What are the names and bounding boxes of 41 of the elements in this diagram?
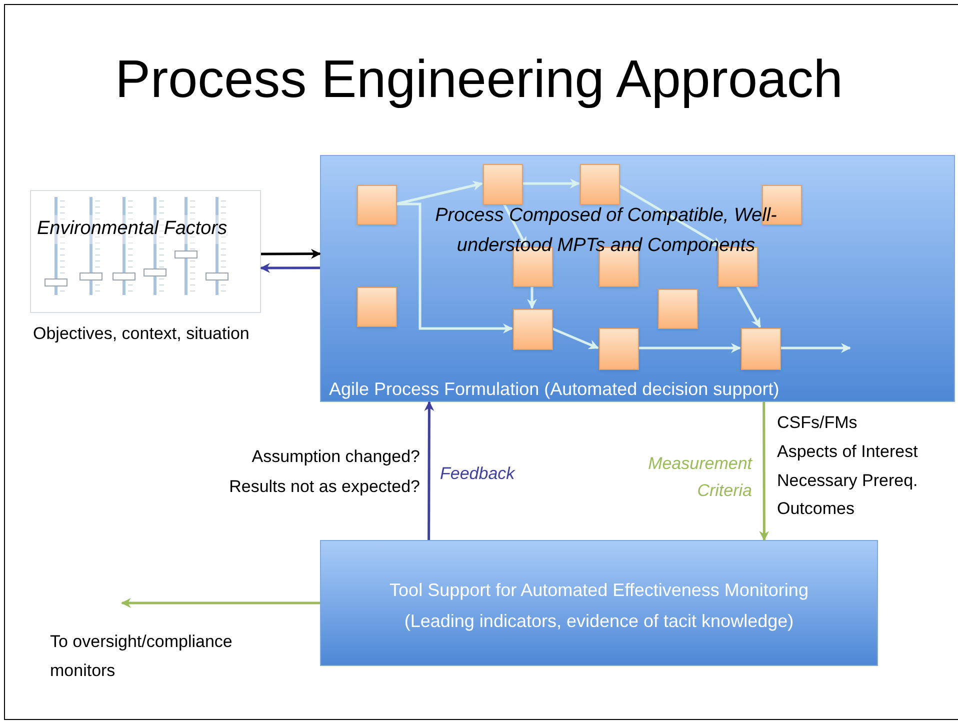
- tool-support-panel: [320, 540, 878, 666]
- process-step-box: [741, 328, 781, 370]
- edge-label: Measurement Criteria: [647, 453, 752, 502]
- arrow: [552, 327, 599, 350]
- panel-text: (Leading indicators, evidence of tacit knowledge): [404, 610, 794, 633]
- arrow: [522, 178, 580, 188]
- arrow: [527, 286, 537, 309]
- arrow: [424, 401, 434, 540]
- note-text: Necessary Prereq.: [777, 470, 918, 492]
- process-step-box: [513, 309, 553, 350]
- process-step-box: [483, 164, 523, 205]
- arrow: [638, 343, 741, 353]
- process-panel: [320, 155, 955, 402]
- arrow: [502, 203, 528, 247]
- process-step-box: [357, 185, 397, 225]
- panel-title: Environmental Factors: [37, 215, 228, 244]
- panel-title: Agile Process Formulation (Automated decision support): [329, 378, 780, 401]
- arrow: [396, 180, 483, 206]
- panel-caption: Objectives, context, situation: [33, 323, 250, 345]
- arrow: [260, 262, 320, 273]
- slider-panel: [30, 190, 261, 313]
- process-step-box: [580, 164, 620, 205]
- arrow: [396, 202, 513, 334]
- note-text: CSFs/FMs: [777, 412, 858, 434]
- note-text: Aspects of Interest: [777, 441, 918, 463]
- note-text: Outcomes: [777, 498, 854, 520]
- process-step-box: [357, 287, 397, 327]
- destination-text: To oversight/compliance monitors: [50, 631, 234, 682]
- edge-label: Feedback: [440, 463, 515, 485]
- arrow: [736, 285, 762, 328]
- note-text: Results not as expected?: [228, 476, 420, 498]
- process-step-box: [658, 289, 698, 329]
- note-text: Assumption changed?: [250, 446, 420, 468]
- arrow: [261, 248, 321, 259]
- arrow: [780, 343, 851, 353]
- panel-text: Tool Support for Automated Effectiveness Monitoring: [390, 579, 808, 602]
- process-step-box: [599, 328, 639, 370]
- arrow: [618, 184, 722, 248]
- slide-title: Process Engineering Approach: [114, 49, 844, 111]
- arrow: [120, 598, 320, 608]
- arrow: [759, 402, 770, 541]
